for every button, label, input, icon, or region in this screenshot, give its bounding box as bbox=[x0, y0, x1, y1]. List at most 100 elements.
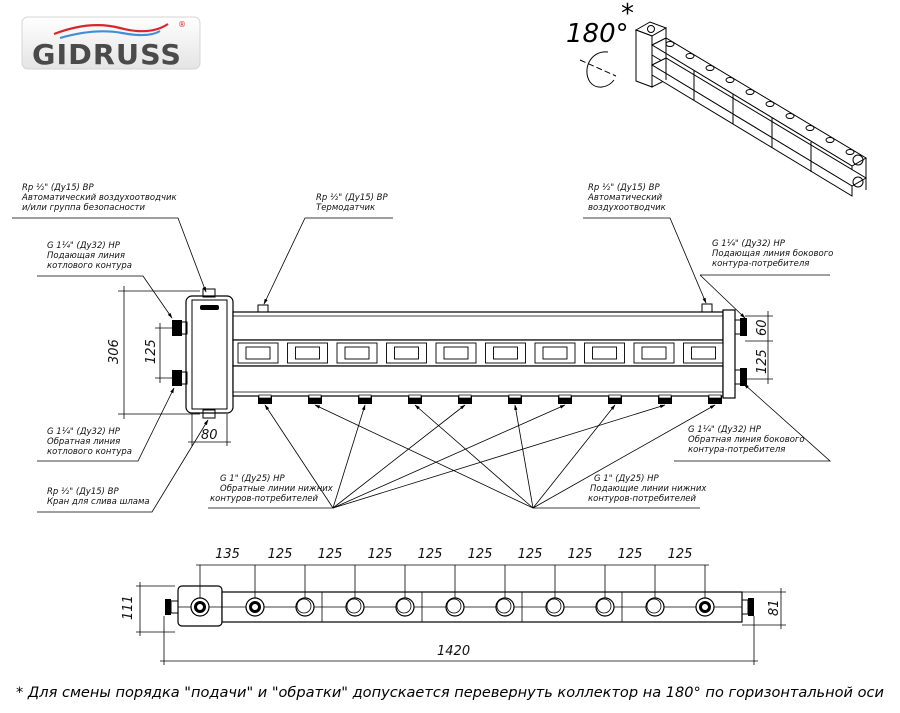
insulation-window bbox=[336, 342, 378, 364]
bottom-nozzle-collar bbox=[358, 394, 372, 399]
dimension-spacing-label: 125 bbox=[618, 547, 643, 562]
callout-line: котлового контура bbox=[47, 261, 132, 271]
separator-inner bbox=[191, 299, 228, 410]
top-port-bore bbox=[252, 604, 258, 610]
insulation-window-inner bbox=[542, 346, 568, 360]
insulation-window-inner bbox=[493, 346, 518, 360]
bottom-nozzle bbox=[558, 396, 572, 404]
dimension-spacing-label: 125 bbox=[518, 547, 543, 562]
bottom-nozzle bbox=[458, 396, 472, 404]
callout-line: контура-потребителя bbox=[688, 445, 785, 455]
insulation-window bbox=[485, 342, 526, 364]
boiler-return-nozzle bbox=[172, 370, 182, 386]
bottom-nozzle bbox=[358, 396, 372, 404]
top-port-inner bbox=[596, 598, 612, 614]
top-port-inner bbox=[296, 598, 312, 614]
bottom-nozzle-collar bbox=[258, 394, 272, 399]
insulation-window-inner bbox=[641, 346, 667, 360]
callout-top-right-air-vent: Rp ½" (Ду15) ВР Автоматический воздухоот… bbox=[583, 183, 707, 304]
bottom-nozzle-collar bbox=[508, 394, 522, 399]
callout-line: Обратная линия bbox=[47, 437, 120, 447]
top-port-inner bbox=[346, 598, 362, 614]
bottom-nozzle-collar bbox=[458, 394, 472, 399]
callout-thermo-sensor: Rp ½" (Ду15) ВР Термодатчик bbox=[263, 193, 393, 305]
bottom-nozzle-collar bbox=[308, 394, 322, 399]
bottom-nozzle bbox=[258, 396, 272, 404]
leader-line bbox=[264, 404, 334, 509]
front-view: 306 125 80 60 125 bbox=[107, 286, 773, 446]
leader-line bbox=[414, 404, 534, 509]
callout-line: котлового контура bbox=[47, 447, 132, 457]
insulation-window-inner bbox=[295, 346, 320, 360]
callout-line: G 1¼" (Ду32) НР bbox=[688, 425, 762, 435]
bottom-nozzle bbox=[608, 396, 622, 404]
boiler-supply-nozzle bbox=[172, 320, 182, 336]
side-return-nozzle bbox=[740, 368, 747, 386]
callout-line: Кран для слива шлама bbox=[47, 497, 150, 507]
top-port-inner bbox=[646, 598, 662, 614]
footnote: * Для смены порядка "подачи" и "обратки"… bbox=[16, 685, 884, 701]
dimension-81-label: 81 bbox=[767, 599, 782, 616]
separator-label-plate bbox=[200, 305, 219, 310]
insulation-window bbox=[534, 342, 576, 364]
callout-line: G 1" (Ду25) НР bbox=[594, 474, 660, 484]
insulation-window-inner bbox=[691, 346, 716, 360]
dimension-spacing-label: 125 bbox=[418, 547, 443, 562]
callout-line: Rp ½" (Ду15) ВР bbox=[316, 193, 389, 203]
top-port-inner bbox=[396, 598, 412, 614]
dimension-306-label: 306 bbox=[107, 339, 122, 364]
leader-line bbox=[314, 404, 534, 509]
logo-blue-wave bbox=[59, 30, 161, 40]
isometric-view: 180° * bbox=[566, 0, 867, 197]
dimension-80 bbox=[188, 414, 231, 446]
right-end-cap bbox=[722, 309, 736, 399]
callout-side-supply: G 1¼" (Ду32) НР Подающая линия бокового … bbox=[699, 239, 833, 319]
callout-line: контуров-потребителей bbox=[210, 494, 318, 504]
insulation-window bbox=[584, 342, 625, 364]
insulation-window bbox=[435, 342, 477, 364]
leader-line bbox=[332, 404, 666, 509]
callout-line: Термодатчик bbox=[316, 203, 376, 213]
dimension-60-label: 60 bbox=[755, 319, 770, 336]
iso-top-ports bbox=[665, 41, 855, 155]
callout-line: G 1¼" (Ду32) НР bbox=[47, 241, 121, 251]
logo-red-wave bbox=[53, 23, 169, 36]
dimension-right bbox=[745, 311, 773, 384]
callout-line: Обратные линии нижних bbox=[220, 484, 334, 494]
rotation-icon bbox=[579, 51, 617, 88]
callout-line: и/или группа безопасности bbox=[22, 203, 146, 213]
dimension-spacing-label: 125 bbox=[568, 547, 593, 562]
callout-line: G 1" (Ду25) НР bbox=[220, 474, 286, 484]
rotation-asterisk: * bbox=[621, 0, 634, 29]
callout-line: контуров-потребителей bbox=[588, 494, 696, 504]
insulation-window-inner bbox=[344, 346, 370, 360]
logo-text: GIDRUSS bbox=[32, 38, 182, 71]
callout-line: Обратная линия бокового bbox=[688, 435, 805, 445]
top-port-bore bbox=[197, 604, 203, 610]
leader-line bbox=[532, 404, 716, 509]
dimension-125-left bbox=[155, 323, 174, 383]
callout-line: Rp ½" (Ду15) ВР bbox=[47, 487, 120, 497]
bottom-nozzle-collar bbox=[658, 394, 672, 399]
top-left-nozzle bbox=[165, 599, 171, 615]
bottom-nozzle bbox=[708, 396, 722, 404]
callout-lower-supplies: G 1" (Ду25) НР Подающие линии нижних кон… bbox=[314, 404, 716, 509]
callout-line: Автоматический воздухоотводчик bbox=[21, 193, 178, 203]
thermo-sensor-port bbox=[257, 304, 269, 313]
insulation-window bbox=[237, 342, 279, 364]
insulation-window bbox=[683, 342, 724, 364]
insulation-window bbox=[633, 342, 675, 364]
bottom-nozzle bbox=[508, 396, 522, 404]
insulation-window-inner bbox=[394, 346, 419, 360]
callout-line: контура-потребителя bbox=[712, 259, 809, 269]
leader-line bbox=[332, 404, 566, 509]
gidruss-logo: GIDRUSS ® bbox=[21, 16, 201, 71]
registered-mark: ® bbox=[178, 20, 186, 29]
bottom-nozzle-collar bbox=[558, 394, 572, 399]
bottom-nozzle-collar bbox=[608, 394, 622, 399]
leader-line bbox=[532, 404, 616, 509]
side-supply-nozzle bbox=[740, 318, 747, 336]
top-port-inner bbox=[496, 598, 512, 614]
